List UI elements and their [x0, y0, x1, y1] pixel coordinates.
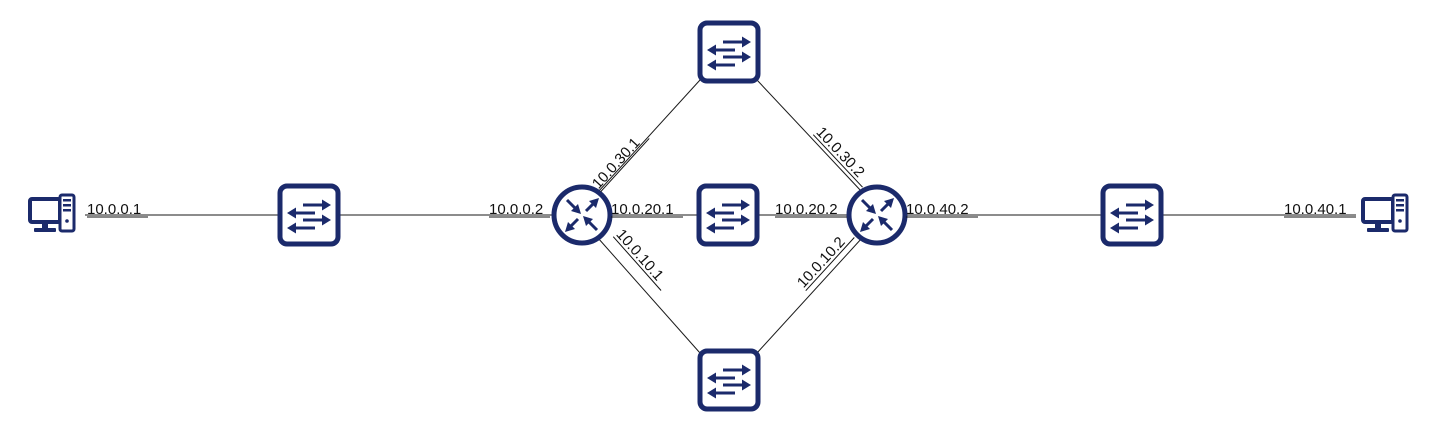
switch-left-switch-icon[interactable] — [280, 186, 338, 244]
switch-top-switch-icon[interactable] — [700, 23, 758, 81]
svg-text:10.0.40.1: 10.0.40.1 — [1284, 201, 1347, 218]
svg-text:10.0.40.2: 10.0.40.2 — [906, 201, 969, 218]
ip-label-pc-right: 10.0.40.1 — [1284, 201, 1356, 218]
ip-label-router-left-west: 10.0.0.2 — [489, 201, 550, 218]
svg-text:10.0.0.1: 10.0.0.1 — [87, 201, 141, 218]
ip-label-pc-left: 10.0.0.1 — [87, 201, 148, 218]
svg-text:10.0.30.2: 10.0.30.2 — [813, 124, 868, 181]
link-router-left-switch-top — [597, 79, 701, 193]
switch-right-switch-icon[interactable] — [1103, 186, 1161, 244]
svg-text:10.0.0.2: 10.0.0.2 — [489, 201, 543, 218]
devices-layer — [28, 23, 1409, 409]
svg-text:10.0.20.1: 10.0.20.1 — [611, 201, 674, 218]
link-switch-top-router-right — [756, 79, 863, 193]
router-left-router-icon[interactable] — [554, 187, 610, 243]
ip-label-router-left-middle: 10.0.20.1 — [611, 201, 683, 218]
switch-bottom-switch-icon[interactable] — [700, 351, 758, 409]
ip-label-router-right-bottom: 10.0.10.2 — [794, 234, 855, 291]
svg-text:10.0.30.1: 10.0.30.1 — [589, 135, 644, 193]
link-switch-bottom-router-right — [756, 237, 863, 354]
pc-left-desktop-computer-icon[interactable] — [28, 193, 76, 234]
ip-label-router-left-top: 10.0.30.1 — [589, 135, 650, 193]
ip-label-router-left-bottom: 10.0.10.1 — [613, 226, 667, 291]
ip-label-router-right-middle: 10.0.20.2 — [775, 201, 847, 218]
switch-middle-switch-icon[interactable] — [699, 186, 757, 244]
links-layer — [85, 79, 1356, 354]
ip-label-router-right-east: 10.0.40.2 — [906, 201, 978, 218]
router-right-router-icon[interactable] — [849, 187, 905, 243]
pc-right-desktop-computer-icon[interactable] — [1361, 193, 1409, 234]
link-router-left-switch-bottom — [597, 237, 701, 354]
svg-text:10.0.20.2: 10.0.20.2 — [775, 201, 838, 218]
svg-text:10.0.10.1: 10.0.10.1 — [613, 226, 667, 284]
ip-label-router-right-top: 10.0.30.2 — [813, 124, 868, 188]
